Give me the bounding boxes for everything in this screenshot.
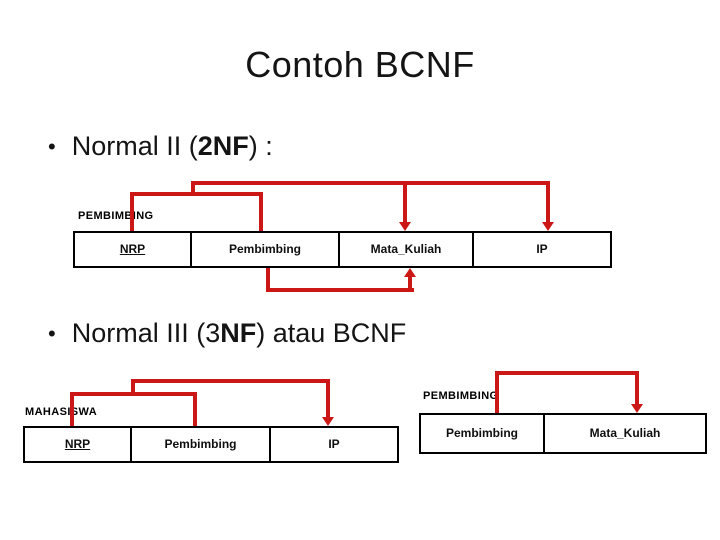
bullet-marker: • [48,321,56,346]
fd-stem-mata-kuliah [403,181,407,222]
fd-bottom-stem-mata-kuliah [408,276,412,292]
table-mahasiswa: NRP Pembimbing IP [23,426,399,463]
fd-arrowhead-mata-kuliah-icon [399,222,411,231]
fd-leg-pembimbing [495,371,499,413]
column-pembimbing: Pembimbing [192,233,340,266]
fd-bracket-leg-nrp [130,192,134,231]
bullet-text-bold: NF [220,318,257,348]
bullet-text-post: ) atau BCNF [256,318,407,348]
bullet-text-normal-2nf: Normal II (2NF) : [72,131,273,162]
fd-riser [191,181,195,196]
column-nrp: NRP [25,428,132,461]
column-pembimbing: Pembimbing [421,415,545,452]
fd-top-line [495,371,639,375]
fd-riser [131,379,135,396]
table-label-pembimbing-3nf: PEMBIMBING [423,390,499,402]
bullet-text-normal-3nf: Normal III (3NF) atau BCNF [72,318,407,349]
bullet-text-pre: Normal II ( [71,131,198,161]
table-pembimbing-3nf: Pembimbing Mata_Kuliah [419,413,707,454]
column-pembimbing: Pembimbing [132,428,271,461]
bullet-text-post: ) : [248,131,273,161]
fd-arrowhead-ip-icon [322,417,334,426]
fd-arrowhead-mata-kuliah-icon [631,404,643,413]
fd-bracket-leg-pembimbing [259,192,263,231]
fd-stem-ip [326,379,330,417]
page-title: Contoh BCNF [245,44,475,85]
bullet-normal-2nf: • Normal II (2NF) : [48,131,273,162]
column-mata-kuliah: Mata_Kuliah [589,426,661,440]
fd-bracket-leg-pembimbing [193,392,197,426]
fd-arrowhead-ip-icon [542,222,554,231]
fd-stem-ip [546,181,550,222]
fd-stem-mata-kuliah [635,371,639,404]
fd-arrowhead-up-mata-kuliah-icon [404,268,416,277]
bullet-text-bold: 2NF [197,131,249,161]
fd-bottom-leg-pembimbing [266,268,270,292]
fd-top-line [131,379,330,383]
fd-bracket-leg-nrp [70,392,74,426]
table-label-mahasiswa: MAHASISWA [25,406,98,418]
bullet-text-pre: Normal III (3 [71,318,221,348]
table-pembimbing-2nf: NRP Pembimbing Mata_Kuliah IP [73,231,612,268]
fd-bottom-line [266,288,414,292]
column-ip: IP [536,242,548,256]
fd-top-line [191,181,550,185]
bullet-marker: • [48,134,56,159]
fd-bracket-line [130,192,263,196]
column-nrp: NRP [75,233,192,266]
table-label-pembimbing-2nf: PEMBIMBING [78,210,154,222]
column-ip: IP [328,437,340,451]
column-mata-kuliah: Mata_Kuliah [340,233,474,266]
bullet-normal-3nf: • Normal III (3NF) atau BCNF [48,318,406,349]
